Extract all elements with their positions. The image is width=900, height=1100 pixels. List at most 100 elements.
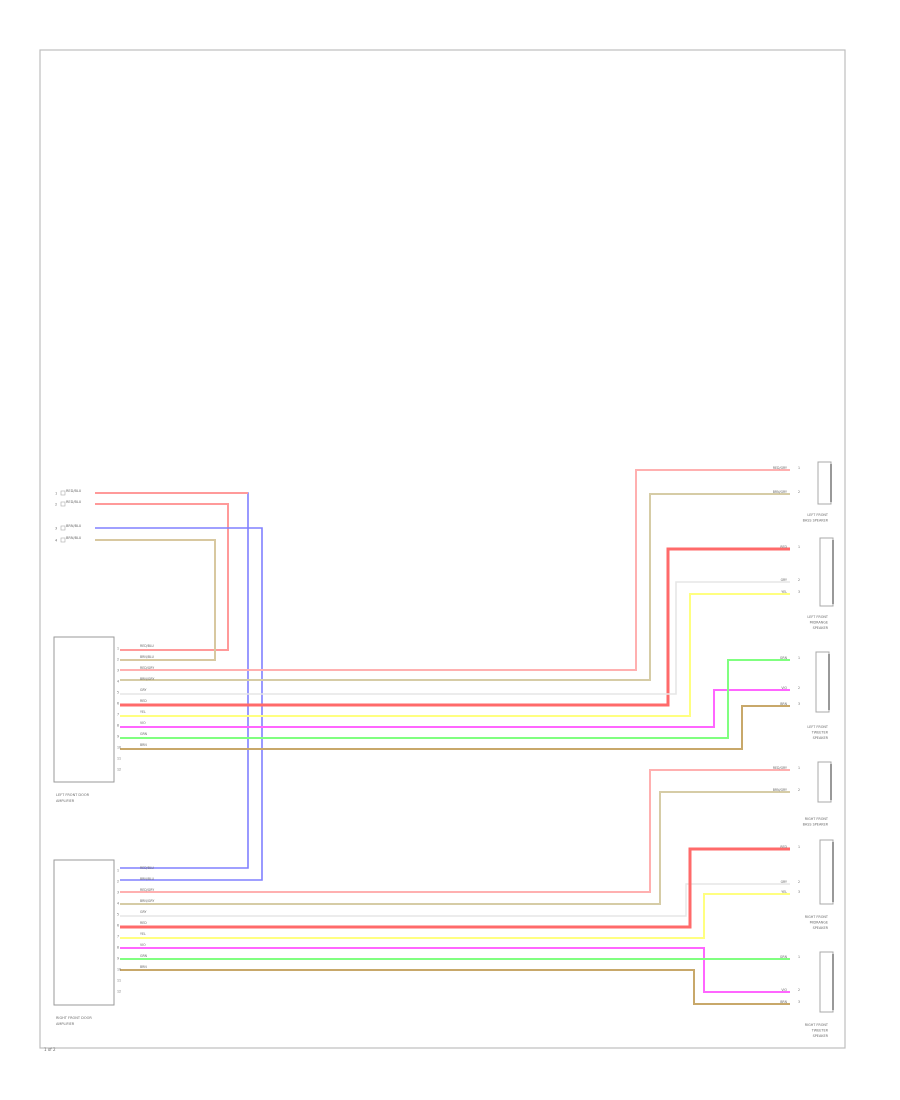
wire-layer xyxy=(95,469,790,1005)
speaker-wire-label: BRN/GRY xyxy=(773,788,787,792)
top-terminal-label: RED/BLU xyxy=(66,489,82,493)
wire-rf-red-gry xyxy=(120,769,790,893)
speaker-pin-number: 1 xyxy=(798,466,800,470)
speaker-connector-rf-mid xyxy=(819,839,834,905)
speaker-caption: RIGHT FRONT xyxy=(805,817,829,821)
speaker-pin-number: 3 xyxy=(798,1000,800,1004)
speaker-caption: SPEAKER xyxy=(813,626,829,630)
speaker-pin-number: 1 xyxy=(798,955,800,959)
speaker-wire-label: GRN xyxy=(780,955,788,959)
speaker-caption: LEFT FRONT xyxy=(807,725,829,729)
speaker-caption: MIDRANGE xyxy=(810,621,828,625)
speaker-wire-label: VIO xyxy=(781,686,787,690)
speaker-wire-label: YEL xyxy=(781,590,787,594)
speaker-wire-label: BRN xyxy=(780,1000,787,1004)
terminal-block xyxy=(60,537,66,543)
amplifier-pin-number: 7 xyxy=(117,935,119,939)
amplifier-pin-number: 6 xyxy=(117,924,119,928)
amplifier-pin-label: GRY xyxy=(140,910,146,914)
amplifier-pin-label: BRN/BLU xyxy=(140,655,155,659)
top-terminal-pin: 3 xyxy=(55,527,57,531)
speaker-connector-lf-bass xyxy=(817,461,832,505)
amplifier-pin-number: 4 xyxy=(117,902,119,906)
speaker-pin-number: 2 xyxy=(798,686,800,690)
speaker-caption: BASS SPEAKER xyxy=(803,823,829,827)
speaker-caption: BASS SPEAKER xyxy=(803,519,829,523)
amplifier-pin-number: 10 xyxy=(117,746,121,750)
speaker-caption: TWEETER xyxy=(811,731,829,735)
amplifier-caption: AMPLIFIER xyxy=(56,1022,75,1026)
amplifier-pin-number: 8 xyxy=(117,724,119,728)
speaker-caption: SPEAKER xyxy=(813,1034,829,1038)
amplifier-pin-number: 7 xyxy=(117,713,119,717)
speaker-pin-number: 2 xyxy=(798,788,800,792)
speaker-wire-label: RED/GRY xyxy=(773,466,787,470)
amplifier-pin-number: 12 xyxy=(117,990,121,994)
top-terminal-pin: 4 xyxy=(55,539,58,543)
speaker-connector-rf-tweeter xyxy=(819,951,834,1013)
speaker-pin-number: 3 xyxy=(798,890,800,894)
speaker-caption: SPEAKER xyxy=(813,926,829,930)
terminal-block xyxy=(60,525,66,531)
amplifier-pin-number: 9 xyxy=(117,735,119,739)
top-terminal-pin: 1 xyxy=(55,492,57,496)
amplifier-caption: LEFT FRONT DOOR xyxy=(56,793,90,797)
speaker-pin-number: 2 xyxy=(798,880,800,884)
speaker-wire-label: RED/GRY xyxy=(773,766,787,770)
amplifier-pin-label: BRN/GRY xyxy=(140,677,154,681)
speaker-wire-label: RED xyxy=(780,845,787,849)
wire-lf-yel xyxy=(120,593,790,717)
speaker-wire-label: GRN xyxy=(780,656,788,660)
amplifier-pin-number: 1 xyxy=(117,869,119,873)
speaker-pin-number: 1 xyxy=(798,656,800,660)
terminal-block xyxy=(60,501,66,507)
amplifier-pin-number: 12 xyxy=(117,768,121,772)
amplifier-pin-number: 5 xyxy=(117,691,119,695)
amplifier-pin-label: RED/GRY xyxy=(140,666,154,670)
amplifier-pin-label: RED/BLU xyxy=(140,866,155,870)
speaker-pin-number: 3 xyxy=(798,702,800,706)
top-terminal-label: RED/BLU xyxy=(66,500,82,504)
wire-lf-brn-gry xyxy=(120,493,790,681)
amplifier-pin-number: 2 xyxy=(117,658,119,662)
wire-top-4-brn-blu xyxy=(95,539,216,661)
amplifier-caption: RIGHT FRONT DOOR xyxy=(56,1016,92,1020)
amplifier-pin-label: YEL xyxy=(140,710,146,714)
amplifier-pin-label: YEL xyxy=(140,932,146,936)
speaker-pin-number: 2 xyxy=(798,490,800,494)
speaker-caption: MIDRANGE xyxy=(810,921,828,925)
wire-rf-gry xyxy=(120,883,790,917)
wire-rf-vio xyxy=(120,947,790,993)
component-layer: 1RED/BLU2RED/BLU3BRN/BLU4BRN/BLU1RED/BLU… xyxy=(53,461,834,1038)
amplifier-pin-label: BRN/GRY xyxy=(140,899,154,903)
wire-lf-grn xyxy=(120,659,790,739)
speaker-wire-label: GRY xyxy=(781,578,787,582)
terminal-block xyxy=(60,490,66,496)
amplifier-pin-number: 10 xyxy=(117,968,121,972)
amplifier-pin-label: GRN xyxy=(140,954,148,958)
speaker-caption: RIGHT FRONT xyxy=(805,915,829,919)
diagram-frame xyxy=(39,49,846,1049)
amplifier-pin-number: 11 xyxy=(117,757,121,761)
wire-lf-red xyxy=(120,547,790,707)
speaker-wire-label: VIO xyxy=(781,988,787,992)
wire-rf-yel xyxy=(120,893,790,939)
amplifier-pin-number: 8 xyxy=(117,946,119,950)
speaker-wire-label: GRY xyxy=(781,880,787,884)
top-terminal-label: BRN/BLU xyxy=(66,536,82,540)
speaker-connector-lf-mid xyxy=(819,537,834,607)
wire-lf-gry-to-mid xyxy=(660,581,790,695)
wire-rf-brn xyxy=(120,969,790,1005)
top-terminal-label: BRN/BLU xyxy=(66,524,82,528)
speaker-pin-number: 1 xyxy=(798,545,800,549)
speaker-caption: TWEETER xyxy=(811,1029,829,1033)
amplifier-pin-number: 3 xyxy=(117,891,119,895)
speaker-pin-number: 2 xyxy=(798,988,800,992)
amplifier-pin-label: VIO xyxy=(140,943,146,947)
speaker-caption: SPEAKER xyxy=(813,736,829,740)
speaker-caption: LEFT FRONT xyxy=(807,513,829,517)
speaker-wire-label: RED xyxy=(780,545,787,549)
wire-top-2-red-blu xyxy=(95,503,229,651)
wire-lf-red-gry xyxy=(120,469,790,671)
footer-label: 1 of 2 xyxy=(44,1047,56,1052)
